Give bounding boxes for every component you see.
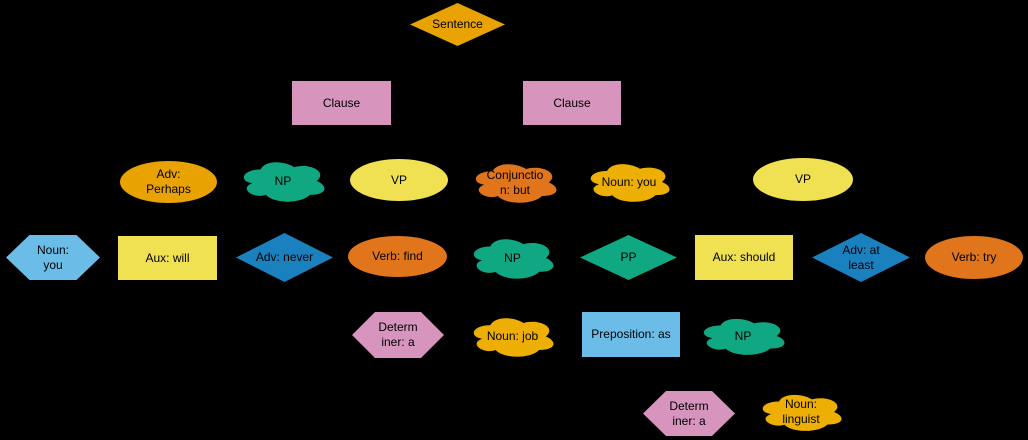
node-verb-try[interactable]: Verb: try xyxy=(925,236,1023,279)
cloud-shape xyxy=(473,239,554,279)
node-np-1[interactable]: NP xyxy=(238,158,328,204)
cloud-shape xyxy=(243,162,325,202)
rect-shape xyxy=(695,235,793,280)
ellipse-shape xyxy=(348,236,447,277)
node-np-2[interactable]: NP xyxy=(468,235,557,281)
diamond-shape xyxy=(410,3,505,46)
ellipse-shape xyxy=(120,161,217,203)
diamond-shape xyxy=(580,235,677,280)
node-determiner-a-2[interactable]: Determ iner: a xyxy=(643,391,735,436)
diamond-shape xyxy=(812,233,910,282)
node-adv-perhaps[interactable]: Adv: Perhaps xyxy=(120,161,217,203)
node-vp-2[interactable]: VP xyxy=(753,158,853,201)
cloud-shape xyxy=(473,318,554,357)
node-conjunction-but[interactable]: Conjunctio n: but xyxy=(470,160,560,205)
node-noun-you-cloud[interactable]: Noun: you xyxy=(585,160,673,204)
node-vp-1[interactable]: VP xyxy=(350,159,448,201)
hexagon-shape xyxy=(643,391,735,436)
ellipse-shape xyxy=(925,236,1023,279)
rect-shape xyxy=(292,81,391,125)
node-adv-at-least[interactable]: Adv: at least xyxy=(812,233,910,282)
rect-shape xyxy=(582,312,680,357)
diamond-shape xyxy=(236,233,333,282)
rect-shape xyxy=(118,236,217,280)
node-determiner-a-1[interactable]: Determ iner: a xyxy=(352,312,444,358)
node-noun-you-hexagon[interactable]: Noun: you xyxy=(6,235,100,280)
node-aux-should[interactable]: Aux: should xyxy=(695,235,793,280)
node-np-3[interactable]: NP xyxy=(698,315,788,357)
ellipse-shape xyxy=(753,158,853,201)
node-pp[interactable]: PP xyxy=(580,235,677,280)
node-clause-2[interactable]: Clause xyxy=(523,81,621,125)
node-noun-job[interactable]: Noun: job xyxy=(468,314,557,359)
cloud-shape xyxy=(703,318,785,355)
cloud-shape xyxy=(762,394,842,431)
rect-shape xyxy=(523,81,621,125)
node-preposition-as[interactable]: Preposition: as xyxy=(582,312,680,357)
node-verb-find[interactable]: Verb: find xyxy=(348,236,447,277)
node-noun-linguist[interactable]: Noun: linguist xyxy=(757,391,845,433)
cloud-shape xyxy=(475,164,557,203)
hexagon-shape xyxy=(6,235,100,280)
hexagon-shape xyxy=(352,312,444,358)
node-sentence[interactable]: Sentence xyxy=(410,3,505,46)
cloud-shape xyxy=(590,164,670,202)
ellipse-shape xyxy=(350,159,448,201)
node-adv-never[interactable]: Adv: never xyxy=(236,233,333,282)
node-clause-1[interactable]: Clause xyxy=(292,81,391,125)
node-aux-will[interactable]: Aux: will xyxy=(118,236,217,280)
